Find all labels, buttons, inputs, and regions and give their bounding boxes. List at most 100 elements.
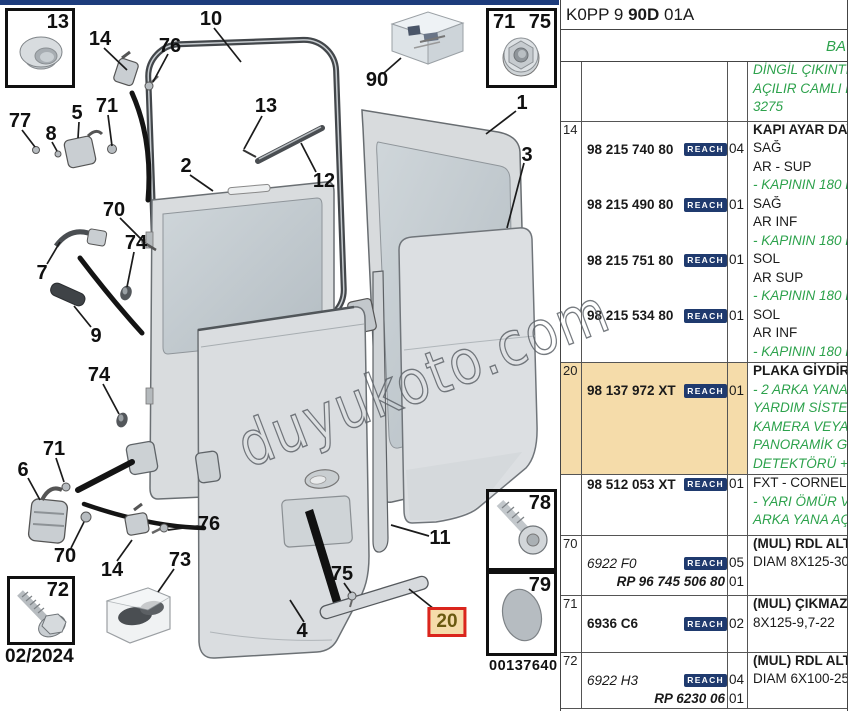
ref-number: [561, 159, 583, 178]
part-number[interactable]: 6922 F0: [587, 555, 637, 571]
part-number[interactable]: 98 215 490 80: [587, 197, 674, 213]
callout-9[interactable]: 9: [90, 325, 102, 347]
part-cell: [583, 437, 729, 456]
callout-6[interactable]: 6: [17, 459, 29, 481]
callout-14[interactable]: 14: [88, 28, 112, 50]
reach-badge[interactable]: REACH: [684, 673, 727, 687]
callout-12[interactable]: 12: [312, 170, 336, 192]
top-navy-bar: [0, 0, 559, 5]
callout-10[interactable]: 10: [199, 8, 223, 30]
callout-77[interactable]: 77: [8, 110, 32, 132]
part-cell: [583, 62, 729, 81]
callout-73[interactable]: 73: [168, 549, 192, 571]
callout-8[interactable]: 8: [45, 123, 57, 145]
part-number[interactable]: RP 96 745 506 80: [616, 574, 725, 590]
quantity: 01: [729, 382, 745, 398]
callout-70[interactable]: 70: [102, 199, 126, 221]
callout-1[interactable]: 1: [516, 92, 528, 114]
callout-14[interactable]: 14: [100, 559, 124, 581]
description: SAĞ: [753, 195, 782, 211]
header-prefix: K0PP 9: [566, 5, 629, 24]
exploded-view-drawing: [17, 11, 548, 659]
callout-76[interactable]: 76: [158, 35, 182, 57]
callout-11[interactable]: 11: [429, 527, 451, 549]
callout-13[interactable]: 13: [254, 95, 278, 117]
hinge-bracket: [195, 450, 221, 484]
clip-13: [242, 149, 257, 158]
part-number[interactable]: 6936 C6: [587, 616, 639, 632]
reach-badge[interactable]: REACH: [684, 309, 727, 323]
description: AR - SUP: [753, 158, 812, 174]
part-cell: [583, 159, 729, 178]
callout-7[interactable]: 7: [36, 262, 48, 284]
ref-number: [561, 270, 583, 289]
callout-71[interactable]: 71: [95, 95, 119, 117]
callout-2[interactable]: 2: [180, 155, 192, 177]
part-cell: [583, 456, 729, 475]
description: SAĞ: [753, 140, 782, 155]
table-row: AÇILIR CAMLI K: [561, 81, 847, 100]
ref-number: [561, 196, 583, 215]
column-divider: [747, 363, 748, 474]
part-cell: [583, 177, 729, 196]
ref-number: [561, 400, 583, 419]
quantity: [729, 270, 749, 289]
column-divider: [727, 121, 728, 362]
reach-badge[interactable]: REACH: [684, 617, 727, 631]
description: - KAPININ 180 D: [753, 232, 847, 248]
quantity: 01: [729, 690, 745, 706]
column-divider: [581, 596, 582, 652]
callout-76[interactable]: 76: [197, 513, 221, 535]
callout-71[interactable]: 71: [42, 438, 66, 460]
column-divider: [581, 652, 582, 708]
part-number[interactable]: 98 137 972 XT: [587, 383, 676, 399]
quantity: [729, 419, 749, 438]
reach-badge[interactable]: REACH: [684, 142, 727, 156]
reach-badge[interactable]: REACH: [684, 384, 727, 398]
part-cell: 6922 H3 REACH: [583, 671, 729, 690]
quantity: [729, 344, 749, 363]
parts-table: K0PP 9 90D 01A BA DİNGİL ÇIKINTISAÇILIR …: [560, 0, 848, 711]
description: SOL: [753, 251, 781, 266]
part-number[interactable]: 98 215 740 80: [587, 141, 674, 157]
part-number[interactable]: 6922 H3: [587, 672, 639, 688]
quantity: [729, 363, 749, 382]
quantity: 04: [729, 141, 745, 156]
table-row: 70(MUL) RDL ALTIG: [561, 536, 847, 555]
reach-badge[interactable]: REACH: [684, 477, 727, 491]
callout-3[interactable]: 3: [521, 144, 533, 166]
callout-75[interactable]: 75: [330, 563, 354, 585]
inset-box-78: 78: [486, 489, 557, 571]
reach-badge[interactable]: REACH: [684, 556, 727, 570]
callout-4[interactable]: 4: [296, 620, 308, 642]
inset-label-79: 79: [528, 574, 551, 596]
callout-5[interactable]: 5: [71, 102, 83, 124]
callout-20[interactable]: 20: [427, 607, 467, 637]
quantity: 02: [729, 615, 745, 631]
column-divider: [747, 121, 748, 362]
callout-74[interactable]: 74: [87, 364, 111, 386]
part-number[interactable]: RP 6230 06: [654, 691, 725, 707]
quantity: [729, 214, 749, 233]
quantity: [729, 494, 749, 513]
callout-90[interactable]: 90: [365, 69, 389, 91]
callout-74[interactable]: 74: [124, 232, 148, 254]
callout-70[interactable]: 70: [53, 545, 77, 567]
reach-badge[interactable]: REACH: [684, 198, 727, 212]
part-cell: 6922 F0 REACH: [583, 554, 729, 573]
part-number[interactable]: 98 512 053 XT: [587, 476, 676, 492]
ref-number: [561, 437, 583, 456]
hex-bolt-glyph: [17, 590, 67, 638]
ref-number: [561, 99, 583, 118]
part-number[interactable]: 98 215 751 80: [587, 252, 674, 268]
part-number[interactable]: 98 215 534 80: [587, 308, 674, 324]
inset-box-79: 79: [486, 571, 557, 656]
reach-badge[interactable]: REACH: [684, 253, 727, 267]
table-row: KAMERA VEYA: [561, 419, 847, 438]
column-divider: [727, 363, 728, 474]
